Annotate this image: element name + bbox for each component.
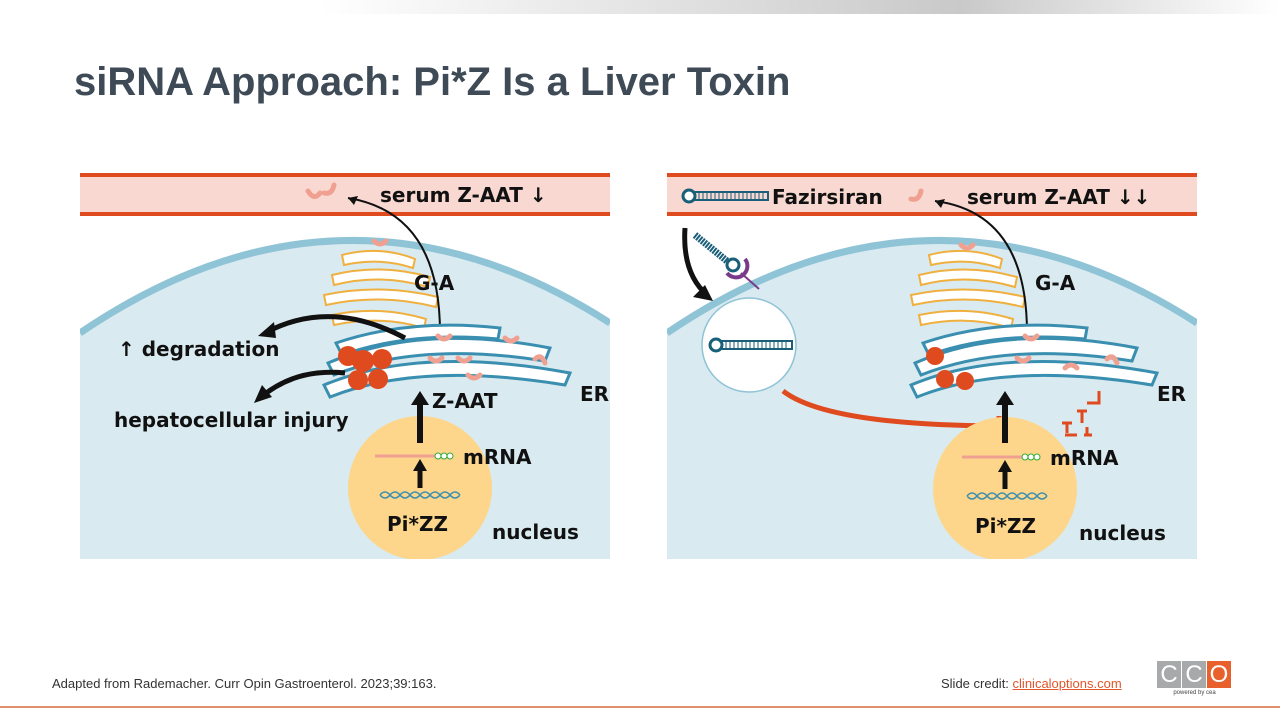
endosome: [701, 297, 797, 393]
mrna-label: mRNA: [1050, 446, 1119, 470]
degradation-arrow: [263, 314, 407, 341]
sirna-icon: [681, 188, 769, 204]
panel-fazirsiran: Fazirsiran serum Z-AAT ↓↓ G-A ER: [667, 173, 1197, 559]
inhibition-arrow: [781, 389, 998, 429]
golgi-apparatus: [909, 249, 1027, 330]
dna-icon: [379, 491, 461, 499]
footer-divider: [0, 706, 1280, 708]
golgi-label: G-A: [1035, 271, 1076, 295]
zaat-proteins: [958, 242, 1120, 371]
logo-letter: O: [1207, 661, 1231, 688]
zaat-aggregates: [926, 347, 974, 390]
logo-letter: C: [1182, 661, 1206, 688]
nucleus-label: nucleus: [1079, 521, 1166, 545]
receptor-bound-sirna-icon: [692, 232, 760, 290]
gene-label: Pi*ZZ: [387, 512, 448, 536]
zaat-aggregates: [338, 346, 392, 390]
serum-zaat-label: serum Z-AAT ↓↓: [967, 185, 1150, 209]
injury-label: hepatocellular injury: [114, 408, 349, 432]
top-gradient-bar: [0, 0, 1280, 14]
dna-icon: [966, 492, 1048, 500]
credit-link[interactable]: clinicaloptions.com: [1012, 676, 1122, 691]
er-label: ER: [580, 382, 609, 406]
gene-label: Pi*ZZ: [975, 514, 1036, 538]
serum-band: [80, 173, 610, 216]
logo-letter: C: [1157, 661, 1181, 688]
degradation-label: ↑ degradation: [118, 337, 279, 361]
golgi-label: G-A: [414, 271, 455, 295]
logo-tagline: powered by cea: [1173, 690, 1216, 696]
serum-zaat-label: serum Z-AAT ↓: [380, 183, 547, 207]
cleaved-mrna-fragments: [1062, 391, 1101, 437]
secretion-arrow: [934, 200, 1028, 334]
slide-title: siRNA Approach: Pi*Z Is a Liver Toxin: [74, 60, 791, 104]
endoplasmic-reticulum: [908, 323, 1160, 399]
nucleus-label: nucleus: [492, 520, 579, 544]
fazirsiran-label: Fazirsiran: [772, 185, 883, 209]
cytoplasm: [667, 236, 1197, 559]
secretion-arrow: [347, 197, 441, 334]
zaat-label: Z-AAT: [432, 389, 498, 413]
mrna-strand: [962, 453, 1041, 461]
zaat-proteins: [371, 238, 548, 381]
cytoplasm: [80, 236, 610, 559]
mrna-label: mRNA: [463, 445, 532, 469]
endosome-sirna-icon: [708, 337, 793, 353]
er-label: ER: [1157, 382, 1186, 406]
credit-prefix: Slide credit:: [941, 676, 1013, 691]
slide-credit: Slide credit: clinicaloptions.com: [941, 676, 1122, 691]
uptake-arrow: [682, 227, 709, 297]
mrna-strand: [375, 452, 454, 460]
panel-untreated: serum Z-AAT ↓ G-A ↑ degradation hepatoce…: [80, 173, 610, 559]
citation: Adapted from Rademacher. Curr Opin Gastr…: [52, 676, 437, 691]
